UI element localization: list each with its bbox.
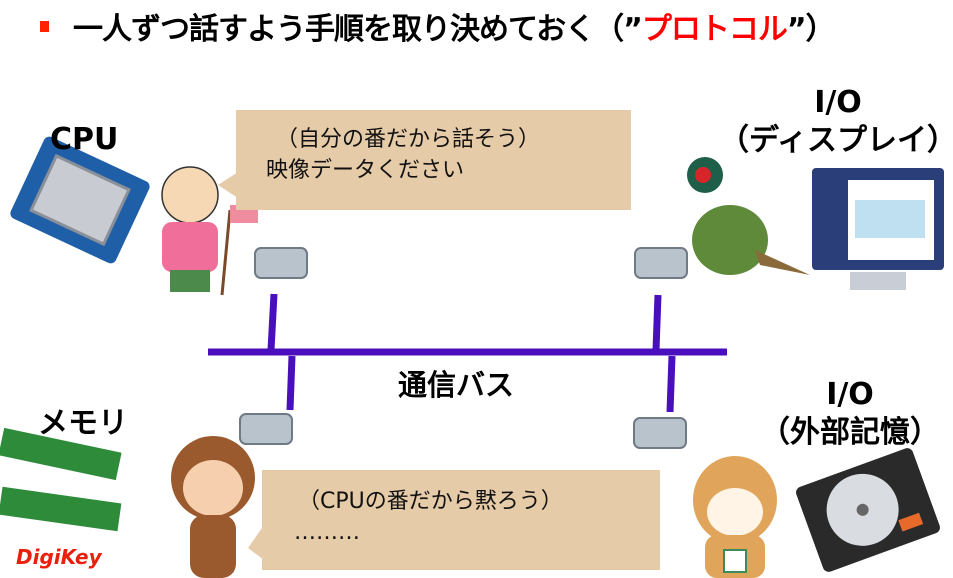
cpu-label: CPU xyxy=(50,122,119,157)
io-storage-label: I/O （外部記憶） xyxy=(745,376,953,452)
bus-stub-storage xyxy=(666,355,676,413)
display-monitor-icon xyxy=(812,168,944,290)
io-storage-label-line2: （外部記憶） xyxy=(760,415,940,450)
cpu-chip-icon xyxy=(10,136,150,264)
bubble-tail-cpu xyxy=(218,172,238,198)
title-suffix: ”） xyxy=(786,12,836,47)
title-highlight: プロトコル xyxy=(641,12,788,47)
hard-disk-icon xyxy=(796,448,940,572)
digikey-logo: DigiKey xyxy=(16,545,102,569)
io-storage-label-line1: I/O xyxy=(826,377,874,412)
bus-stub-display xyxy=(652,294,662,351)
dog-character-icon xyxy=(693,456,777,578)
memory-bubble-line1: （CPUの番だから黙ろう） xyxy=(298,489,563,514)
io-display-label-line1: I/O xyxy=(814,85,862,120)
memory-speech-bubble: （CPUの番だから黙ろう） ……… xyxy=(262,470,660,570)
bus-stub-cpu xyxy=(267,293,278,351)
bus-label: 通信バス xyxy=(398,368,515,402)
slide-title: 一人ずつ話すよう手順を取り決めておく（”プロトコル”） xyxy=(40,4,836,48)
io-display-label: I/O （ディスプレイ） xyxy=(718,84,953,160)
memory-bubble-line2: ……… xyxy=(294,520,360,545)
cpu-bubble-line1: （自分の番だから話そう） xyxy=(276,127,541,152)
telephone-icon xyxy=(239,247,688,449)
boy-character-icon xyxy=(161,166,258,296)
cpu-bubble-line2: 映像データください xyxy=(266,158,465,183)
bullet-icon xyxy=(40,21,49,32)
bus-stub-memory xyxy=(286,355,296,411)
memory-module-icon xyxy=(0,427,122,532)
bubble-tail-memory xyxy=(248,525,264,560)
cpu-speech-bubble: （自分の番だから話そう） 映像データください xyxy=(236,110,631,210)
monkey-character-icon xyxy=(171,436,255,578)
memory-label: メモリ xyxy=(38,406,128,441)
pheasant-icon xyxy=(687,157,810,275)
io-display-label-line2: （ディスプレイ） xyxy=(719,123,953,158)
title-text: 一人ずつ話すよう手順を取り決めておく（” xyxy=(73,12,643,47)
